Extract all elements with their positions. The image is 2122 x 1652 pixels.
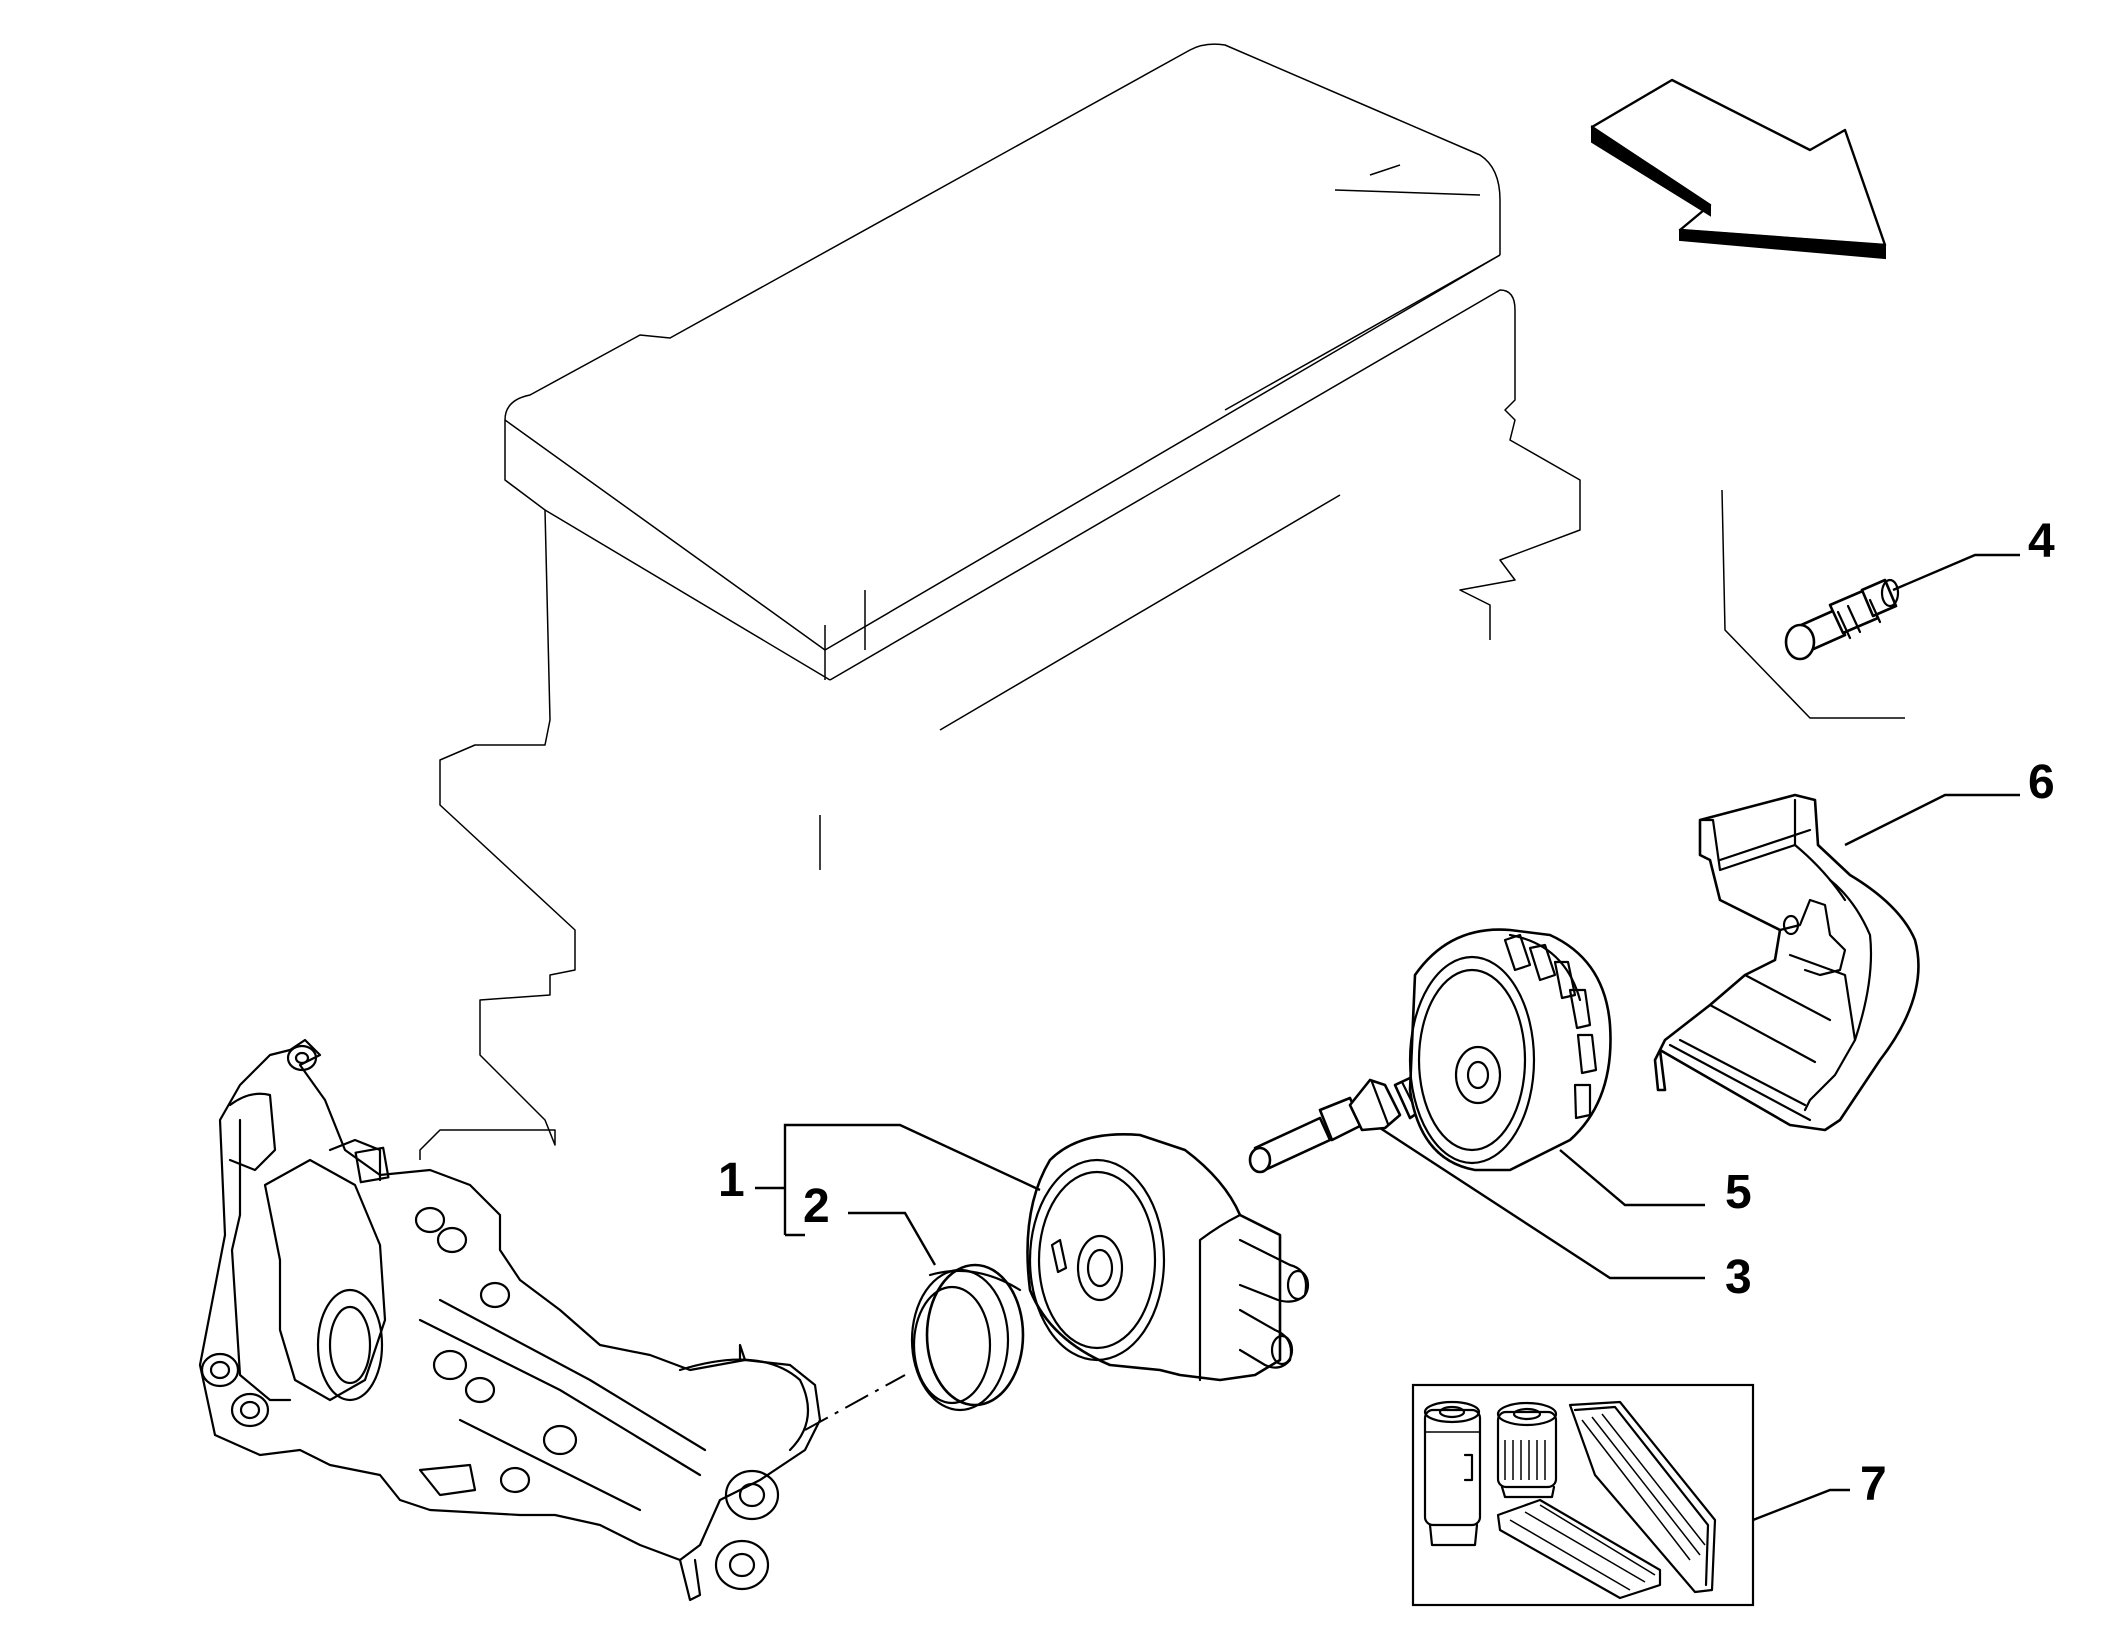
kit-fuel-filter [1423,1400,1482,1547]
engine-block-outline [419,43,1581,1160]
assembly-axis-line [804,1374,906,1431]
part-4-sensor-fitting [1721,489,1905,719]
kit-oil-filter [1496,1401,1558,1499]
oil-pump-housing [198,1038,822,1602]
kit-air-filter [1568,1400,1717,1594]
direction-arrow-icon [1590,78,1887,260]
part-1-oil-cooler [1026,1133,1310,1382]
callout-labels: 1 2 3 4 5 6 7 [718,515,2055,1511]
part-6-heat-shield [1653,793,1920,1132]
callout-3: 3 [1725,1251,1752,1304]
callout-4: 4 [2028,515,2055,568]
part-7-service-kit [1411,1383,1755,1607]
part-3-threaded-stud [1248,1076,1427,1174]
kit-cabin-filter [1496,1498,1662,1600]
part-5-oil-filter [1408,928,1612,1172]
callout-1: 1 [718,1154,745,1207]
callout-6: 6 [2028,756,2055,809]
part-2-seal-ring [910,1263,1025,1412]
leader-lines [755,553,2020,1522]
callout-5: 5 [1725,1166,1752,1219]
callout-2: 2 [803,1180,830,1233]
callout-7: 7 [1860,1458,1887,1511]
